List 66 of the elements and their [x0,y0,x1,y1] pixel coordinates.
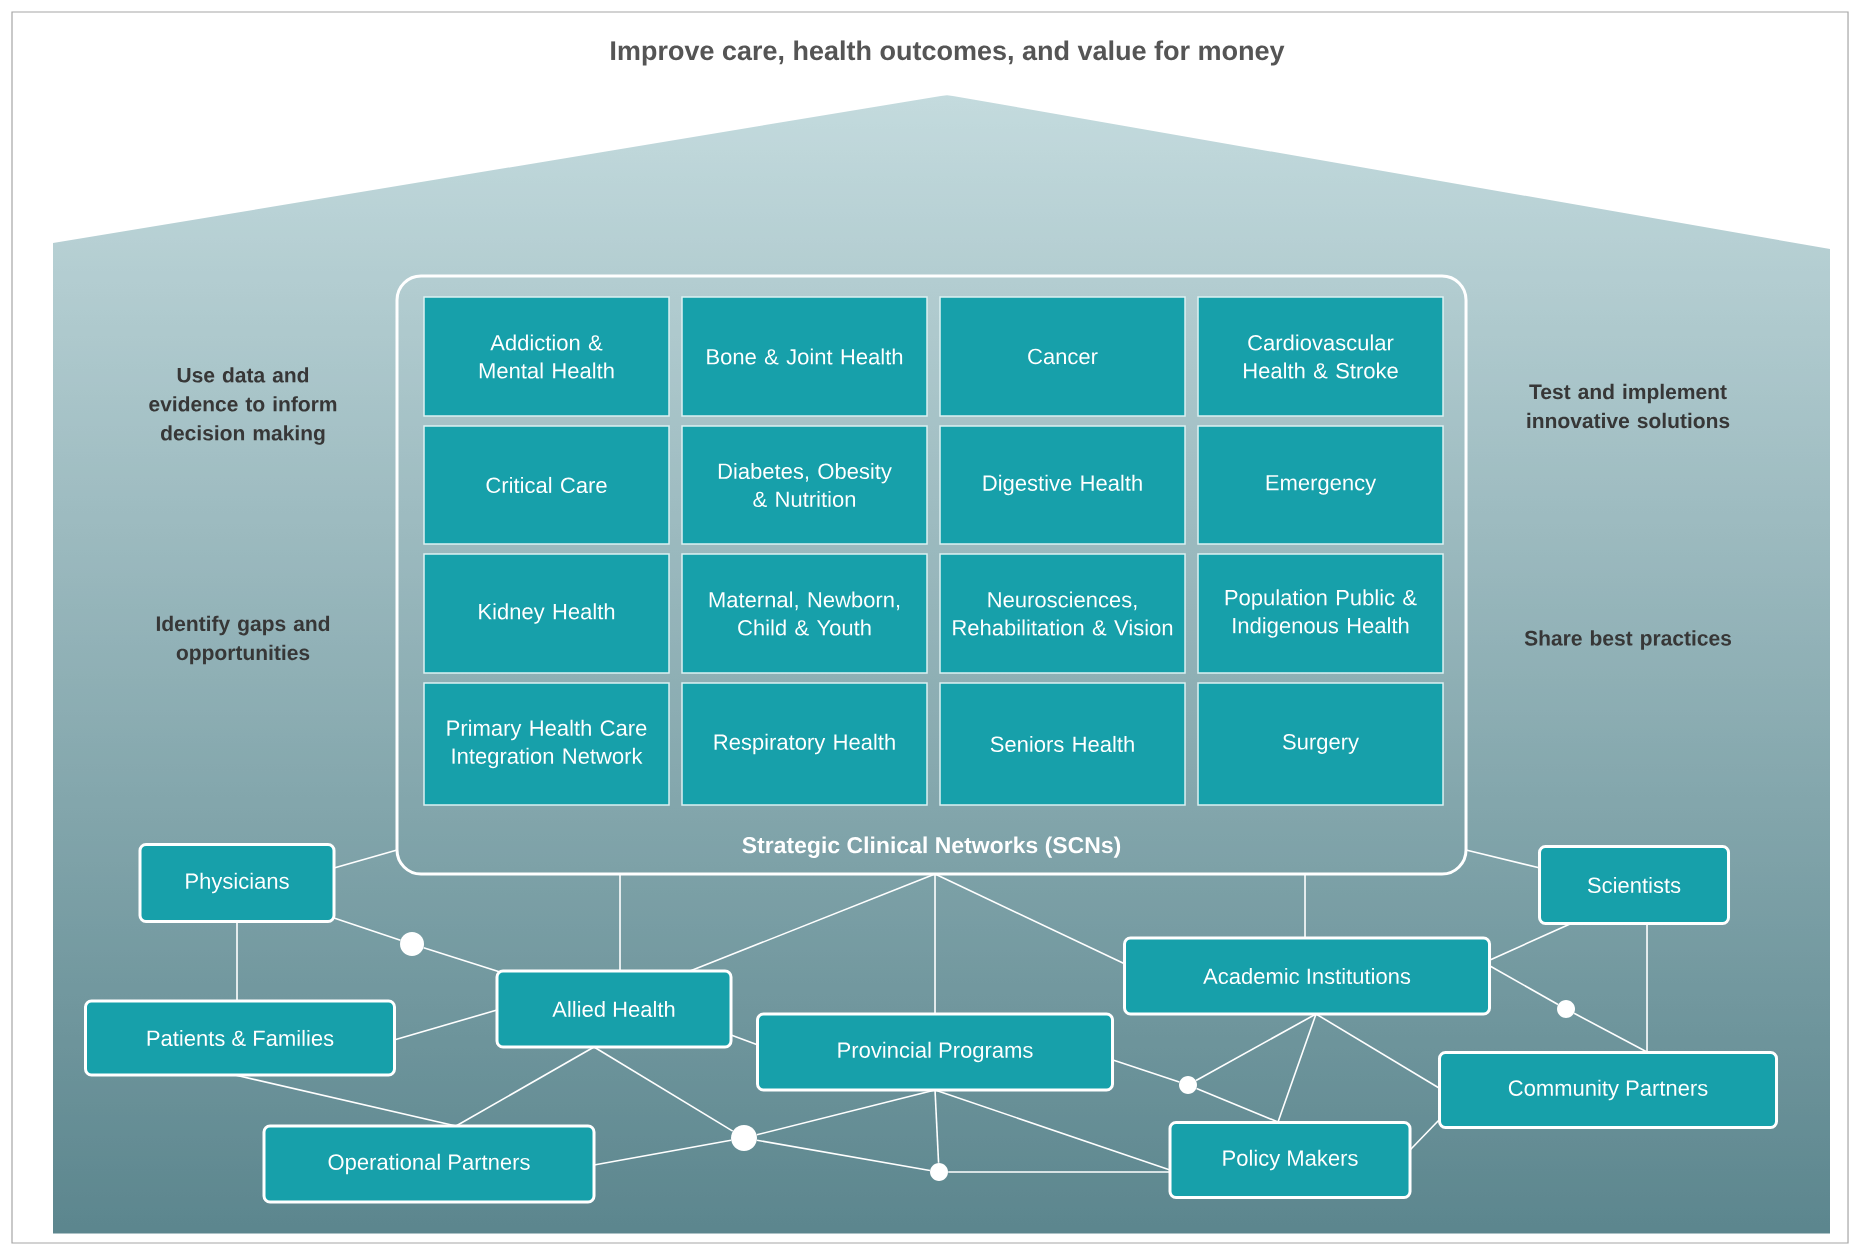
connector-line [593,1139,732,1166]
connector-line [934,1089,1171,1171]
side-label: Identify gaps and opportunities [156,615,330,665]
connector-line [619,873,621,972]
connector-line [393,1009,498,1041]
side-label: Share best practices [1524,630,1731,650]
connector-line [1489,923,1571,961]
connector-line [1195,1087,1279,1123]
connector-line [934,873,936,1015]
network-cell: Cardiovascular Health & Stroke [1197,296,1444,417]
network-cell: Digestive Health [939,425,1186,545]
junction-dot [1179,1076,1197,1094]
network-cell: Emergency [1197,425,1444,545]
network-cell: Maternal, Newborn, Child & Youth [681,553,928,674]
junction-dot [731,1125,757,1151]
stakeholder-box: Patients & Families [84,999,396,1077]
connector-line [1112,1059,1181,1083]
connector-line [1195,1013,1317,1082]
network-cell: Kidney Health [423,553,670,674]
connector-line [333,917,402,941]
connector-line [730,1034,759,1046]
stakeholder-box: Physicians [138,843,336,923]
network-cell: Bone & Joint Health [681,296,928,417]
connector-line [756,1139,931,1172]
side-label: Test and implement innovative solutions [1527,383,1730,429]
stakeholder-box: Policy Makers [1168,1121,1412,1199]
connector-line [1409,1119,1440,1151]
stakeholder-box: Operational Partners [262,1124,596,1204]
stakeholder-box: Community Partners [1438,1051,1778,1129]
network-cell: Primary Health Care Integration Network [423,682,670,806]
connector-line [934,1089,940,1164]
network-cell: Surgery [1197,682,1444,806]
junction-dot [400,932,424,956]
network-cell: Cancer [939,296,1186,417]
network-cell: Population Public & Indigenous Health [1197,553,1444,674]
connector-line [1277,1013,1317,1123]
connector-line [593,1046,734,1132]
connector-line [934,873,1126,965]
network-cell: Respiratory Health [681,682,928,806]
connector-line [236,920,238,1002]
connector-line [689,873,936,972]
network-cell: Neurosciences, Rehabilitation & Vision [939,553,1186,674]
stakeholder-box: Scientists [1538,845,1730,925]
junction-dot [1557,1000,1575,1018]
connector-line [1646,923,1648,1053]
connector-line [455,1046,595,1127]
network-cell: Addiction & Mental Health [423,296,670,417]
network-cell: Critical Care [423,425,670,545]
connector-line [1573,1012,1648,1053]
connector-line [234,1074,457,1127]
stakeholder-box: Allied Health [495,969,733,1049]
connector-line [422,946,501,973]
connector-line [1304,873,1306,939]
stakeholder-box: Provincial Programs [756,1012,1114,1092]
network-cell: Seniors Health [939,682,1186,806]
connector-line [756,1089,936,1136]
connector-line [1315,1013,1440,1089]
junction-dot [930,1163,948,1181]
stakeholder-box: Academic Institutions [1123,936,1491,1016]
connector-line [947,1171,1171,1173]
title: Improve care, health outcomes, and value for money [611,40,1285,66]
connector-line [1489,965,1559,1006]
connector-line [333,849,398,869]
connector-line [1465,849,1541,869]
network-cell: Diabetes, Obesity & Nutrition [681,425,928,545]
side-label: Use data and evidence to inform decision making [149,367,337,445]
